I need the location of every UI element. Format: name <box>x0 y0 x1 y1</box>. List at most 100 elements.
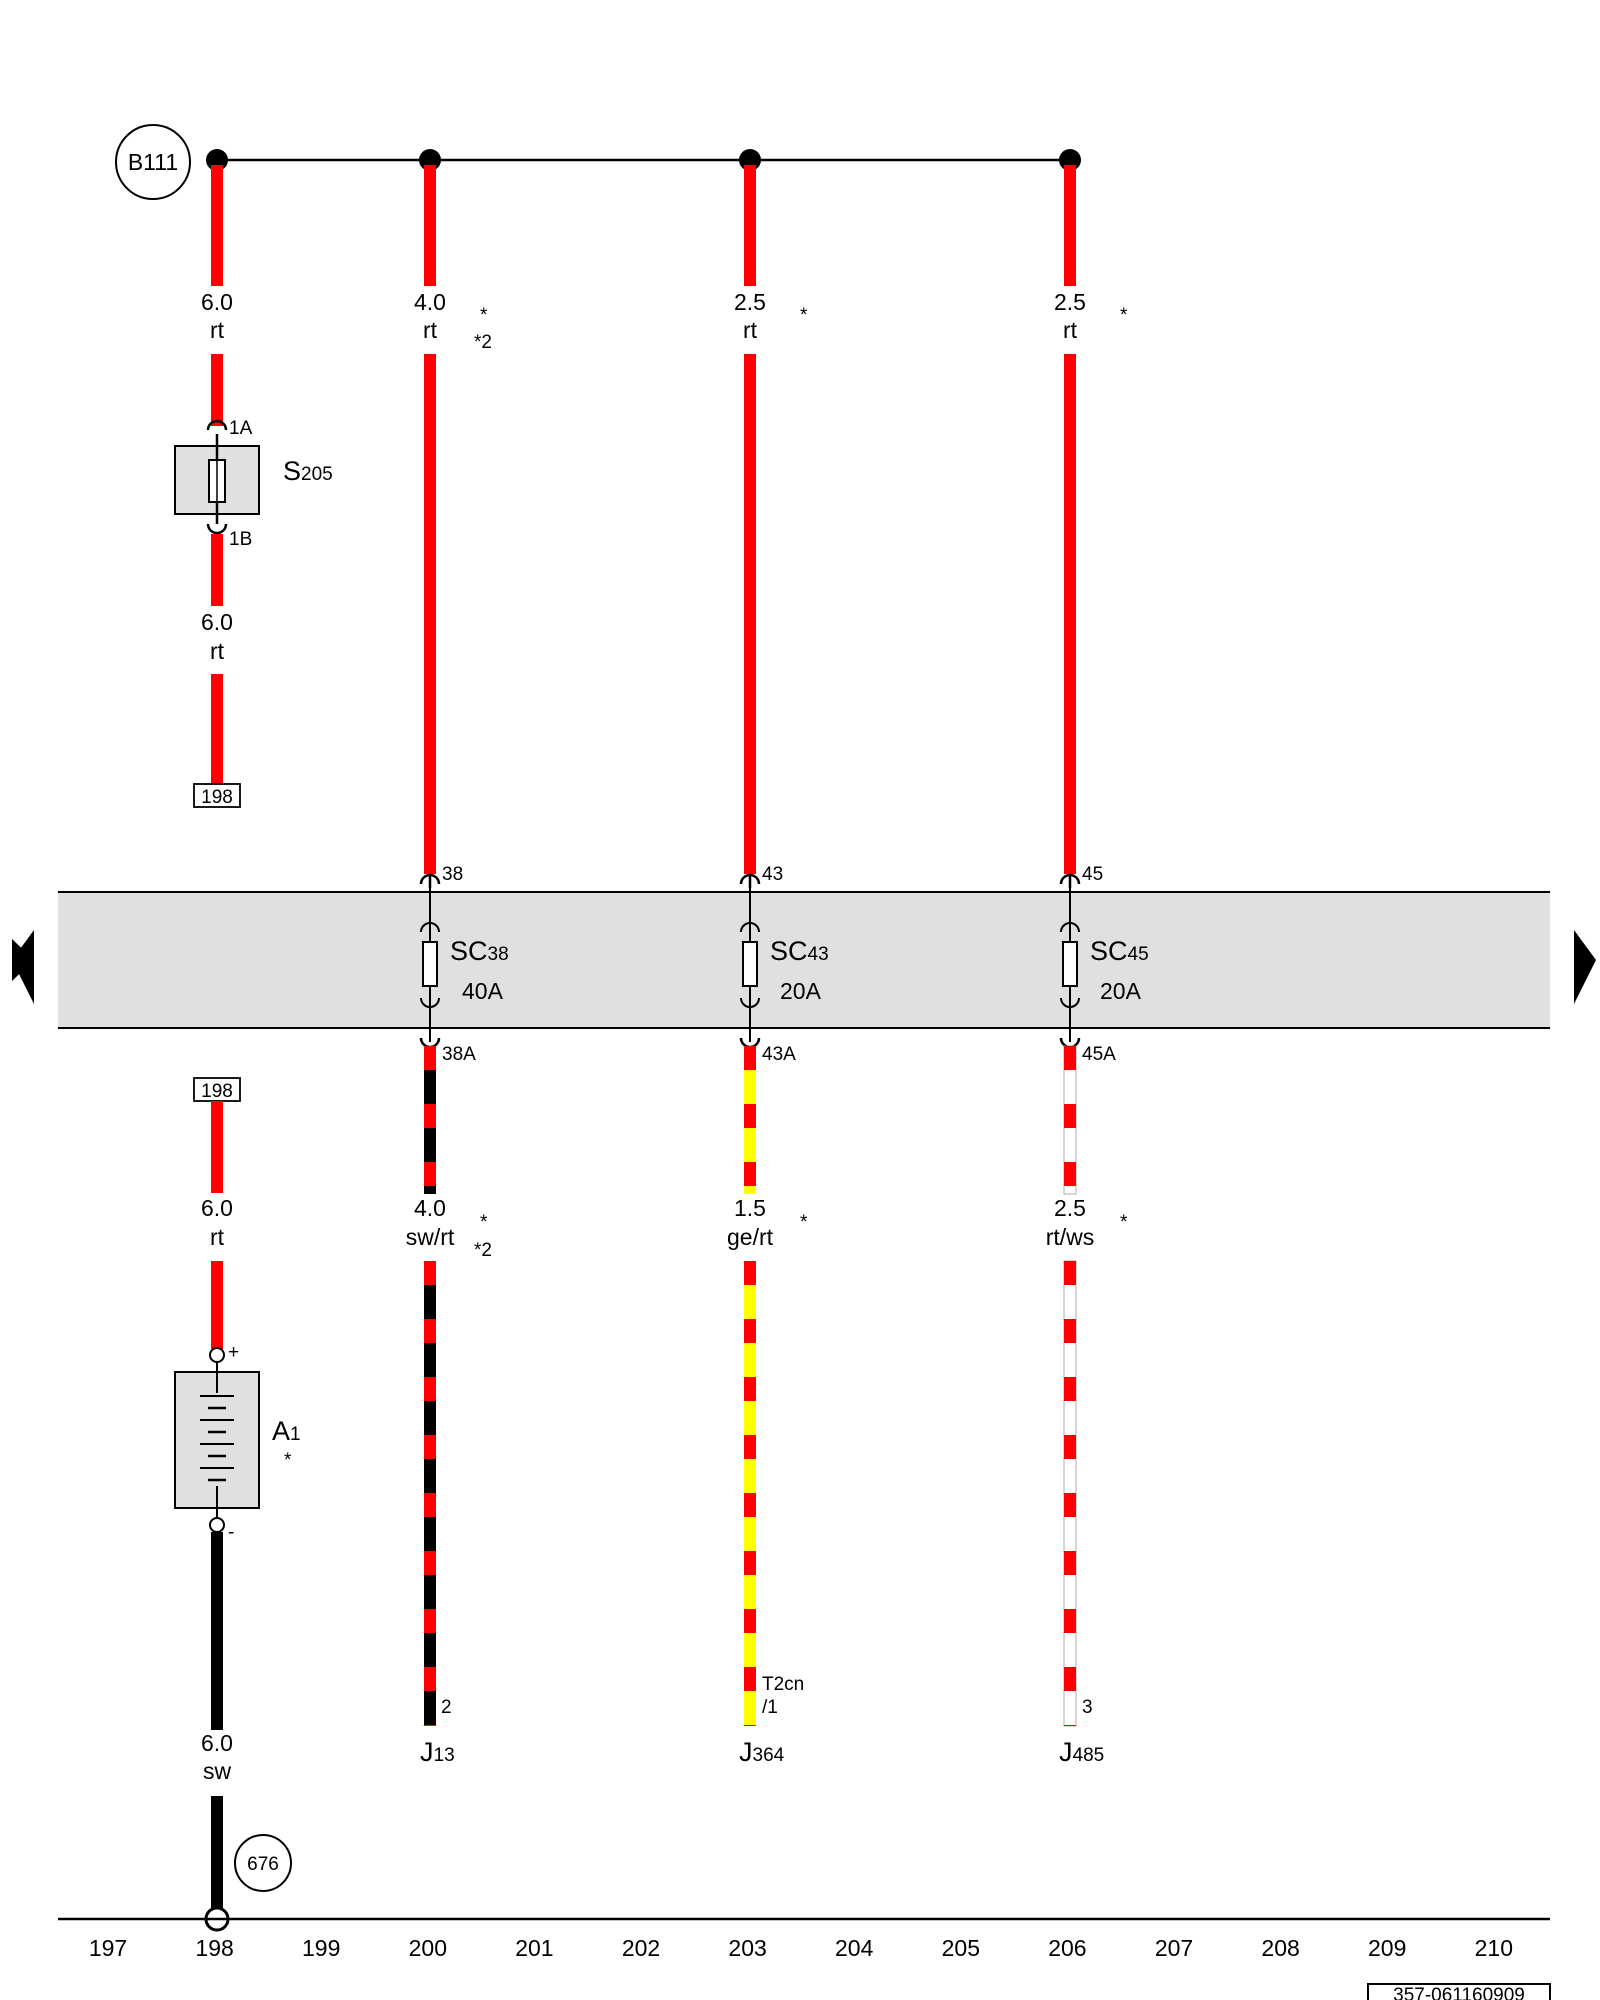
svg-text:1A: 1A <box>229 418 253 439</box>
wire-rt-battery-mid <box>211 1261 223 1349</box>
wire-rt-col1-end <box>211 674 223 784</box>
wire-rt-col1-low <box>211 534 223 606</box>
connector-j13: 2 J13 <box>420 1697 455 1767</box>
wire-striped-col2-lower <box>424 1261 436 1726</box>
wire-striped-col4-lower <box>1063 1260 1077 1727</box>
fuse-s205: 1A 1B S205 <box>174 418 333 550</box>
connector-j485: 3 J485 <box>1059 1697 1104 1767</box>
svg-text:*: * <box>800 305 808 326</box>
arrow-left-icon-shape <box>12 930 34 1004</box>
svg-text:198: 198 <box>201 787 233 808</box>
wire-size-col1-low: 6.0 <box>201 609 233 635</box>
svg-text:*: * <box>800 1212 808 1233</box>
wire-rt-col3-mid <box>744 354 756 874</box>
column-number: 209 <box>1368 1935 1406 1961</box>
wire-striped-col3-lower <box>744 1261 756 1726</box>
svg-text:1B: 1B <box>229 529 252 550</box>
svg-text:SC45: SC45 <box>1090 936 1149 966</box>
svg-text:45A: 45A <box>1082 1044 1116 1065</box>
svg-text:SC43: SC43 <box>770 936 829 966</box>
column-number: 202 <box>622 1935 660 1961</box>
svg-text:rt/ws: rt/ws <box>1046 1224 1095 1250</box>
arrow-right-icon[interactable] <box>1574 930 1596 1004</box>
wire-sw-ground-top <box>211 1532 223 1730</box>
svg-text:ge/rt: ge/rt <box>727 1224 774 1250</box>
wire-striped-col4-upper <box>1063 1045 1077 1195</box>
svg-text:*: * <box>1120 1212 1128 1233</box>
svg-text:S205: S205 <box>283 456 333 486</box>
svg-text:rt: rt <box>210 1224 225 1250</box>
svg-text:3: 3 <box>1082 1697 1093 1718</box>
column-number: 205 <box>942 1935 980 1961</box>
fuse-sc38: 38 SC38 40A 38A <box>419 864 509 1065</box>
battery-cells <box>200 1395 234 1482</box>
wire-rt-col1-top <box>211 165 223 286</box>
ref-box-198-bottom[interactable]: 198 <box>193 1077 241 1102</box>
svg-text:+: + <box>228 1342 239 1363</box>
ref-circle-b111: B111 <box>115 124 191 200</box>
column-number: 197 <box>89 1935 127 1961</box>
svg-text:6.0: 6.0 <box>201 1730 233 1756</box>
svg-text:rt: rt <box>1063 317 1078 343</box>
svg-text:43A: 43A <box>762 1044 796 1065</box>
svg-text:2: 2 <box>441 1697 452 1718</box>
svg-text:20A: 20A <box>1100 978 1142 1004</box>
column-number: 210 <box>1475 1935 1513 1961</box>
column-number: 201 <box>515 1935 553 1961</box>
svg-text:45: 45 <box>1082 864 1103 885</box>
svg-text:*2: *2 <box>474 1240 492 1261</box>
svg-text:4.0: 4.0 <box>414 1195 446 1221</box>
fuse-sc43: 43 SC43 20A 43A <box>739 864 829 1065</box>
wire-rt-col2-top <box>424 165 436 286</box>
svg-text:T2cn: T2cn <box>762 1674 804 1695</box>
svg-text:*: * <box>480 1212 488 1233</box>
svg-text:sw: sw <box>203 1758 232 1784</box>
svg-text:2.5: 2.5 <box>734 289 766 315</box>
svg-text:2.5: 2.5 <box>1054 289 1086 315</box>
wire-color-col1-low: rt <box>210 638 225 664</box>
column-number: 199 <box>302 1935 340 1961</box>
svg-text:J13: J13 <box>420 1737 455 1767</box>
svg-text:A1: A1 <box>272 1416 301 1446</box>
wire-striped-col2-upper <box>424 1046 436 1194</box>
svg-text:*: * <box>1120 305 1128 326</box>
fuse-carrier-band <box>58 892 1550 1028</box>
connector-j364: T2cn /1 J364 <box>739 1674 804 1767</box>
svg-text:B111: B111 <box>128 149 178 175</box>
svg-text:676: 676 <box>247 1854 279 1875</box>
svg-text:sw/rt: sw/rt <box>406 1224 455 1250</box>
svg-text:38: 38 <box>442 864 463 885</box>
svg-text:SC38: SC38 <box>450 936 509 966</box>
svg-text:-: - <box>228 1522 234 1543</box>
column-number: 198 <box>195 1935 233 1961</box>
svg-text:357-061160909: 357-061160909 <box>1393 1985 1525 2000</box>
striped-wires <box>424 1045 1077 1727</box>
svg-text:2.5: 2.5 <box>1054 1195 1086 1221</box>
wire-rt-col1-mid <box>211 354 223 426</box>
wire-rt-battery-top <box>211 1101 223 1193</box>
wire-rt-col3-top <box>744 165 756 286</box>
svg-text:J485: J485 <box>1059 1737 1104 1767</box>
ref-box-198-top[interactable]: 198 <box>193 783 241 808</box>
svg-text:J364: J364 <box>739 1737 785 1767</box>
column-number: 203 <box>728 1935 766 1961</box>
wire-color-col1: rt <box>210 317 225 343</box>
svg-text:198: 198 <box>201 1081 233 1102</box>
svg-text:*2: *2 <box>474 332 492 353</box>
wire-rt-col2-mid <box>424 354 436 874</box>
svg-text:4.0: 4.0 <box>414 289 446 315</box>
wire-sw-ground-low <box>211 1796 223 1916</box>
column-number: 207 <box>1155 1935 1193 1961</box>
column-number: 200 <box>409 1935 447 1961</box>
svg-text:20A: 20A <box>780 978 822 1004</box>
svg-text:rt: rt <box>423 317 438 343</box>
battery-a1: + - A1 * <box>174 1342 301 1543</box>
ground-ref-676: 676 <box>234 1834 292 1892</box>
svg-text:6.0: 6.0 <box>201 1195 233 1221</box>
svg-text:40A: 40A <box>462 978 504 1004</box>
doc-id-box: 357-061160909 <box>1367 1983 1551 2000</box>
wire-rt-col4-top <box>1064 165 1076 286</box>
column-number: 206 <box>1048 1935 1086 1961</box>
